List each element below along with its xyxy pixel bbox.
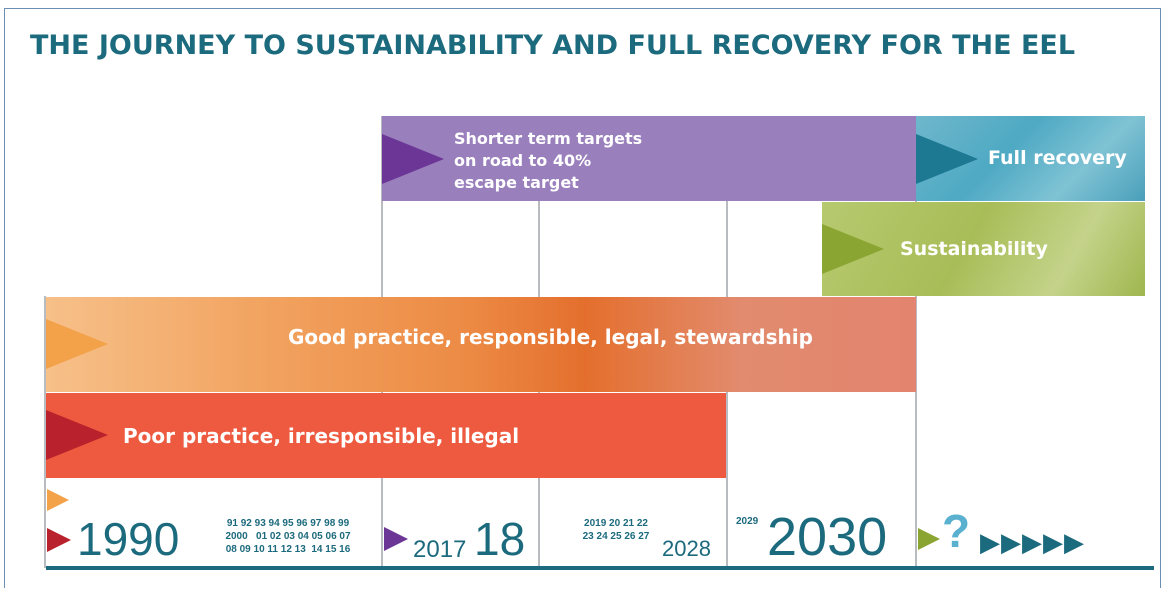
shorter-term-targets-band: Shorter term targets on road to 40% esca… [382, 116, 916, 201]
purple-small-arrow-icon [384, 527, 408, 551]
page-title: THE JOURNEY TO SUSTAINABILITY AND FULL R… [30, 30, 1076, 61]
poor-practice-band: Poor practice, irresponsible, illegal [46, 393, 726, 478]
year-2017: 2017 [413, 536, 467, 563]
purple-arrow-icon [382, 134, 444, 184]
unknown-future-mark: ? [942, 505, 971, 557]
gridline-future [915, 116, 917, 568]
green-arrow-icon [822, 224, 884, 274]
years-2019-2027: 2019 20 21 22 23 24 25 26 27 [582, 518, 650, 542]
year-1990: 1990 [77, 513, 180, 565]
timeline-baseline [46, 566, 1154, 570]
frame-border [4, 8, 1161, 588]
year-2028: 2028 [662, 536, 711, 561]
shorter-term-targets-label: Shorter term targets on road to 40% esca… [454, 129, 643, 192]
full-recovery-label: Full recovery [988, 147, 1127, 169]
year-2030: 2030 [767, 507, 888, 567]
year-18: 18 [474, 513, 526, 565]
orange-arrow-icon [46, 319, 108, 369]
full-recovery-band: Full recovery [916, 116, 1145, 201]
year-2029: 2029 [736, 516, 759, 527]
sustainability-band: Sustainability [822, 202, 1145, 296]
orange-small-arrow-icon [47, 489, 69, 511]
gridline-1990 [44, 296, 46, 568]
good-practice-label: Good practice, responsible, legal, stewa… [288, 325, 813, 349]
red-arrow-icon [46, 410, 108, 460]
sustainability-label: Sustainability [900, 238, 1048, 260]
blue-arrow-icon [916, 134, 978, 184]
good-practice-band: Good practice, responsible, legal, stewa… [46, 297, 916, 392]
years-1991-2016: 91 92 93 94 95 96 97 98 99 2000 01 02 03… [225, 518, 351, 555]
poor-practice-label: Poor practice, irresponsible, illegal [123, 424, 520, 448]
green-small-arrow-icon [918, 528, 940, 550]
future-arrows-icon: ▶▶▶▶▶ [980, 527, 1085, 557]
red-small-arrow-icon [47, 528, 71, 552]
